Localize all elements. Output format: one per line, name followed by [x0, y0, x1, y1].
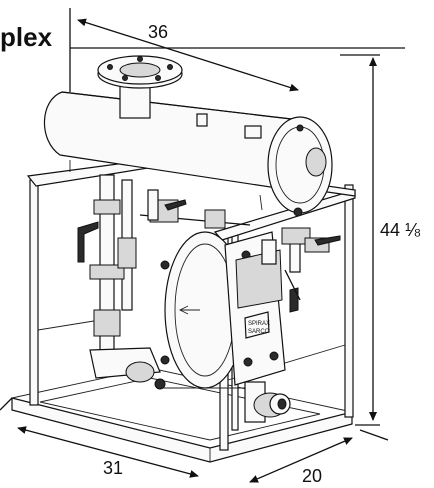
dimension-height-label: 44 ⅛ [380, 220, 421, 240]
right-valve-cluster [261, 227, 341, 313]
dimension-length-label: 31 [103, 458, 124, 478]
outlet-pipe [244, 381, 291, 423]
dimension-length-line [0, 397, 199, 478]
dimension-width-label: 36 [148, 22, 169, 42]
nameplate: SPIRAX SARCO [244, 311, 270, 339]
title-fragment: plex [0, 22, 53, 52]
dimension-depth-label: 20 [302, 466, 323, 486]
dimension-width-line [69, 8, 405, 92]
nameplate-line1: SPIRAX [248, 321, 270, 327]
inlet-flange [97, 55, 183, 119]
dimension-depth-line [249, 429, 389, 483]
center-piping [139, 189, 251, 229]
left-piping [77, 174, 166, 390]
base-skid [11, 367, 353, 463]
receiver-tank [43, 91, 333, 217]
dimension-height-line [340, 54, 380, 426]
nameplate-line2: SARCO [248, 329, 270, 335]
